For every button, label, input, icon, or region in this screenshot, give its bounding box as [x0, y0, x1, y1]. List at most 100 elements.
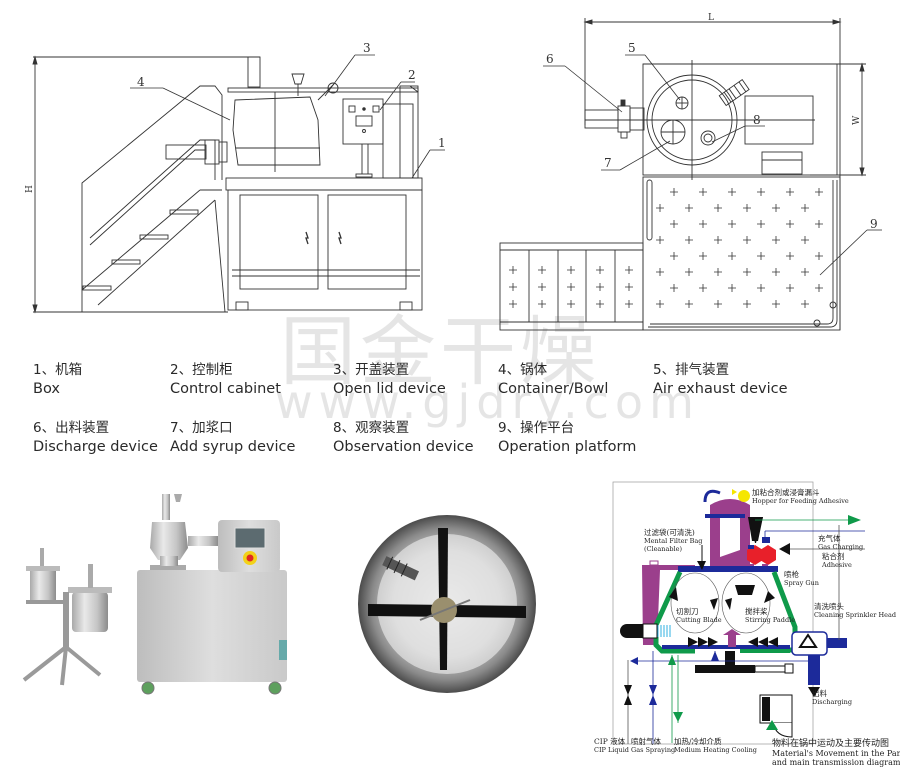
- platform-plus-mark: [699, 252, 707, 260]
- platform-plus-mark: [786, 284, 794, 292]
- legend-cn: 6、出料装置: [33, 420, 110, 436]
- platform-plus-mark: [699, 220, 707, 228]
- legend-cn: 3、开盖装置: [333, 362, 410, 378]
- platform-plus-mark: [743, 268, 751, 276]
- platform-plus-mark: [815, 220, 823, 228]
- operation-platform: [499, 176, 841, 331]
- control-cabinet-panel: [342, 85, 419, 179]
- platform-plus-mark: [714, 204, 722, 212]
- top-callouts: [543, 54, 882, 276]
- top-view-drawing: L W 5 6 7 8 9: [499, 13, 882, 331]
- legend-en: Box: [33, 381, 60, 397]
- platform-plus-mark: [625, 300, 633, 308]
- platform-plus-mark: [670, 220, 678, 228]
- platform-plus-mark: [743, 204, 751, 212]
- platform-plus-mark: [743, 236, 751, 244]
- platform-plus-mark: [625, 266, 633, 274]
- callout-6: 6: [546, 52, 554, 66]
- label-filter-bag: 过滤袋(可清洗)Mental Filter Bag (Cleanable): [644, 528, 703, 554]
- platform-plus-mark: [786, 252, 794, 260]
- legend-en: Operation platform: [498, 439, 637, 455]
- platform-plus-mark: [815, 188, 823, 196]
- platform-plus-mark: [757, 252, 765, 260]
- platform-plus-mark: [728, 284, 736, 292]
- platform-plus-mark: [743, 300, 751, 308]
- platform-plus-mark: [656, 268, 664, 276]
- platform-plus-mark: [685, 236, 693, 244]
- platform-plus-mark: [699, 284, 707, 292]
- platform-plus-mark: [772, 268, 780, 276]
- l-dimension-label: L: [708, 13, 714, 23]
- platform-plus-mark: [596, 283, 604, 291]
- legend-item-9: 9、操作平台 Operation platform: [498, 419, 636, 457]
- adhesive-valves: [747, 545, 776, 565]
- legend-item-3: 3、开盖装置 Open lid device: [333, 361, 446, 399]
- platform-plus-mark: [714, 300, 722, 308]
- platform-plus-mark: [685, 268, 693, 276]
- platform-plus-mark: [656, 204, 664, 212]
- legend-cn: 4、锅体: [498, 362, 548, 378]
- mixer-granulator: [137, 494, 287, 695]
- paddle-hub: [723, 629, 741, 647]
- platform-plus-mark: [670, 252, 678, 260]
- discharge-outlet: [165, 139, 228, 165]
- platform-plus-mark: [509, 283, 517, 291]
- callout-1: 1: [438, 136, 446, 150]
- platform-plus-mark: [786, 188, 794, 196]
- platform-plus-mark: [757, 220, 765, 228]
- platform-plus-mark: [596, 266, 604, 274]
- legend-en: Open lid device: [333, 381, 446, 397]
- platform-plus-mark: [567, 283, 575, 291]
- platform-grid: [509, 188, 823, 308]
- legend-en: Add syrup device: [170, 439, 296, 455]
- platform-plus-mark: [728, 188, 736, 196]
- platform-plus-mark: [538, 283, 546, 291]
- legend-en: Observation device: [333, 439, 474, 455]
- legend-cn: 1、机箱: [33, 362, 83, 378]
- platform-plus-mark: [596, 300, 604, 308]
- callout-8: 8: [753, 113, 761, 127]
- bowl: [227, 56, 419, 172]
- side-callouts: [130, 54, 445, 179]
- bowl-lid: [678, 566, 778, 572]
- machine-photo: [22, 494, 287, 695]
- machine-top-outline: [642, 63, 838, 176]
- hopper-indicator: [738, 490, 750, 502]
- platform-plus-mark: [801, 300, 809, 308]
- platform-plus-mark: [757, 284, 765, 292]
- platform-plus-mark: [699, 188, 707, 196]
- platform-plus-mark: [670, 284, 678, 292]
- legend-en: Air exhaust device: [653, 381, 788, 397]
- platform-plus-mark: [772, 204, 780, 212]
- platform-plus-mark: [685, 204, 693, 212]
- platform-plus-mark: [670, 188, 678, 196]
- legend-item-2: 2、控制柜 Control cabinet: [170, 361, 281, 399]
- legend-cn: 2、控制柜: [170, 362, 233, 378]
- platform-plus-mark: [728, 220, 736, 228]
- platform-plus-mark: [772, 236, 780, 244]
- platform-plus-mark: [656, 236, 664, 244]
- platform-plus-mark: [538, 266, 546, 274]
- legend-cn: 5、排气装置: [653, 362, 730, 378]
- side-view-drawing: H: [25, 41, 446, 314]
- platform-plus-mark: [801, 268, 809, 276]
- interchangeable-bowls: [22, 548, 112, 686]
- callout-4: 4: [137, 75, 145, 89]
- cutting-blade: [382, 556, 420, 581]
- platform-plus-mark: [714, 268, 722, 276]
- platform-plus-mark: [728, 252, 736, 260]
- platform-plus-mark: [714, 236, 722, 244]
- legend-cn: 9、操作平台: [498, 420, 575, 436]
- base-cabinet: [225, 177, 423, 311]
- platform-plus-mark: [815, 252, 823, 260]
- platform-plus-mark: [772, 300, 780, 308]
- legend-en: Control cabinet: [170, 381, 281, 397]
